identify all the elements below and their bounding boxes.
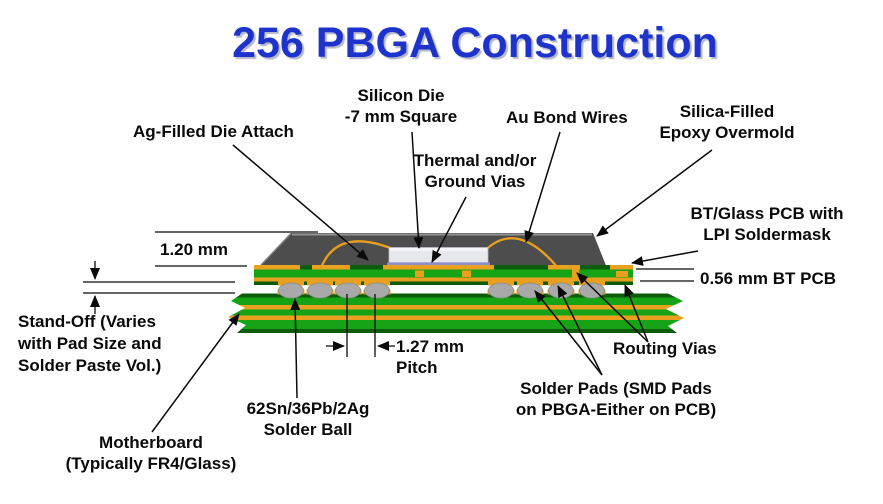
solder-ball-shape: [364, 282, 390, 299]
label-package-height: 1.20 mm: [160, 240, 229, 259]
solder-ball-shape: [278, 282, 304, 299]
label-stand-off: Stand-Off (Varies with Pad Size and Sold…: [18, 312, 162, 375]
dimension-lines: [83, 231, 694, 357]
label-die-attach: Ag-Filled Die Attach: [133, 122, 294, 141]
label-solder-ball: 62Sn/36Pb/2Ag Solder Ball: [246, 399, 370, 439]
solder-ball-shape: [307, 282, 333, 299]
die-attach-layer: [387, 262, 490, 266]
solder-ball-shape: [488, 282, 514, 299]
substrate-pcb-shape: [254, 265, 633, 286]
label-routing-vias: Routing Vias: [613, 339, 717, 358]
label-pcb-thickness: 0.56 mm BT PCB: [700, 269, 837, 288]
label-motherboard: Motherboard (Typically FR4/Glass): [65, 433, 237, 473]
motherboard-shape: [228, 293, 684, 333]
solder-ball-shape: [335, 282, 361, 299]
label-bond-wires: Au Bond Wires: [506, 108, 628, 127]
bond-wire-right: [485, 237, 559, 269]
thermal-via: [462, 270, 471, 277]
label-solder-pads: Solder Pads (SMD Pads on PBGA-Either on …: [515, 379, 717, 419]
label-overmold: Silica-Filled Epoxy Overmold: [659, 102, 795, 142]
label-bt-pcb: BT/Glass PCB with LPI Soldermask: [690, 204, 844, 244]
page-title: 256 PBGA Construction: [232, 19, 718, 67]
thermal-via: [415, 270, 424, 277]
label-silicon-die: Silicon Die -7 mm Square: [344, 86, 458, 126]
routing-via: [572, 265, 579, 281]
annotation-arrows: [151, 131, 713, 433]
label-ball-pitch: 1.27 mm Pitch: [396, 337, 465, 377]
routing-via: [616, 271, 628, 277]
label-thermal-vias: Thermal and/or Ground Vias: [413, 151, 537, 191]
